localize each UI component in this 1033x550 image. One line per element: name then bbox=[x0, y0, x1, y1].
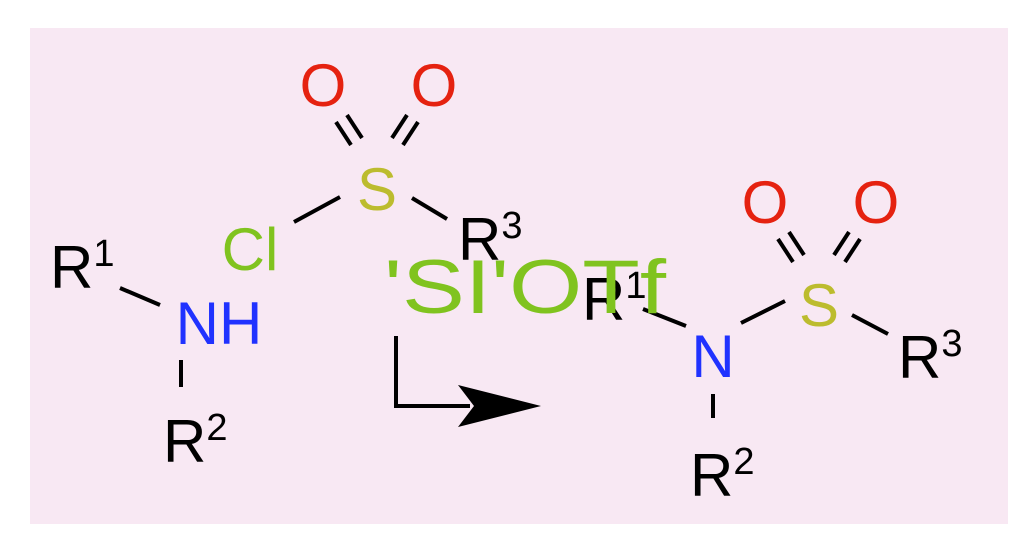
prod-atom-s: S bbox=[799, 272, 839, 339]
prod-atom-n: N bbox=[691, 323, 734, 390]
prod-bond-s-o-left-2 bbox=[787, 230, 806, 257]
amine-bonds bbox=[119, 286, 183, 387]
prod-r2-letter: R bbox=[690, 442, 733, 509]
prod-substituent-r1: R1 bbox=[582, 265, 646, 333]
atom-cl: Cl bbox=[222, 216, 279, 283]
r2-superscript: 2 bbox=[206, 407, 227, 449]
prod-bond-s-o-right-2 bbox=[843, 237, 862, 264]
prod-r3-superscript: 3 bbox=[941, 323, 962, 365]
reaction-arrow bbox=[394, 336, 541, 427]
bond-s-cl bbox=[293, 195, 341, 224]
r3-superscript: 3 bbox=[501, 205, 522, 247]
prod-substituent-r3: R3 bbox=[898, 323, 962, 391]
bond-s-o-left-1 bbox=[334, 120, 353, 147]
substituent-r1: R1 bbox=[50, 233, 114, 301]
bond-s-o-right-1 bbox=[390, 113, 409, 140]
atom-nh: NH bbox=[176, 290, 263, 357]
prod-r2-superscript: 2 bbox=[733, 441, 754, 483]
scheme-background bbox=[30, 28, 1008, 524]
reaction-arrow-shaft bbox=[394, 336, 470, 408]
substituent-r2: R2 bbox=[163, 407, 227, 475]
bond-s-o-left-2 bbox=[345, 113, 364, 140]
prod-atom-o-right: O bbox=[853, 169, 900, 236]
atom-s: S bbox=[357, 156, 397, 223]
prod-bond-s-r3 bbox=[851, 313, 889, 336]
r2-letter: R bbox=[163, 408, 206, 475]
reaction-arrow-head bbox=[458, 385, 541, 427]
prod-substituent-r2: R2 bbox=[690, 441, 754, 509]
r1-superscript: 1 bbox=[93, 233, 114, 275]
prod-bond-s-o-left-1 bbox=[776, 237, 795, 264]
bond-s-o-right-2 bbox=[401, 120, 420, 147]
r1-letter: R bbox=[50, 234, 93, 301]
sulfonyl-chloride-bonds bbox=[293, 113, 449, 224]
prod-bond-r1-n bbox=[642, 307, 687, 328]
atom-o-right: O bbox=[411, 52, 458, 119]
atom-o-left: O bbox=[300, 52, 347, 119]
prod-r1-letter: R bbox=[582, 266, 625, 333]
prod-atom-o-left: O bbox=[742, 169, 789, 236]
substituent-r3: R3 bbox=[458, 205, 522, 273]
prod-bond-s-o-right-1 bbox=[832, 230, 851, 257]
catalyst-label: 'SI'OTf bbox=[384, 245, 667, 330]
bond-r1-nh bbox=[119, 286, 161, 307]
r3-letter: R bbox=[458, 206, 501, 273]
prod-r3-letter: R bbox=[898, 324, 941, 391]
sulfonamide-bonds bbox=[642, 230, 889, 418]
bond-s-r3 bbox=[410, 196, 449, 221]
prod-bond-n-s bbox=[740, 299, 786, 325]
prod-r1-superscript: 1 bbox=[625, 265, 646, 307]
